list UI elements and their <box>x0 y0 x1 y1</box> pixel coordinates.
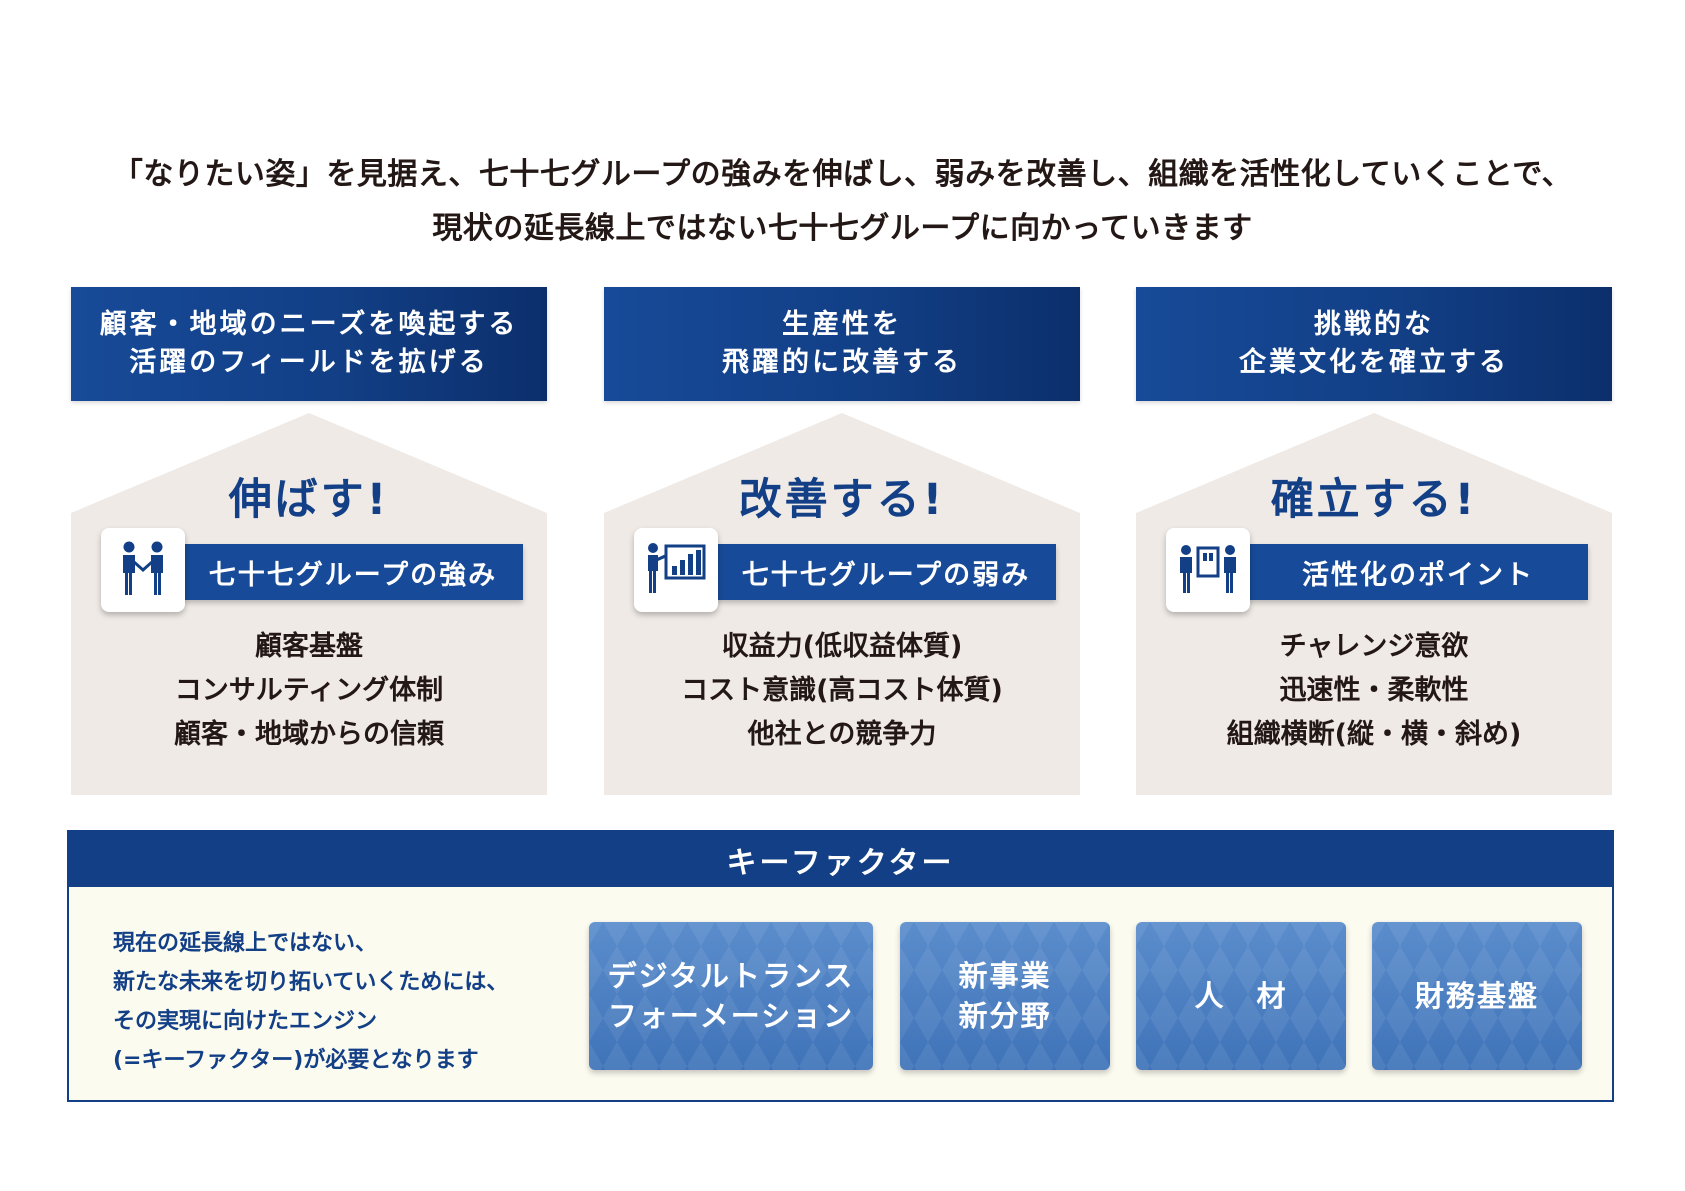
handshake-icon <box>123 541 163 595</box>
intro-text: 「なりたい姿」を見据え、七十七グループの強みを伸ばし、弱みを改善し、組織を活性化… <box>0 148 1685 256</box>
icon-badge <box>634 528 718 612</box>
goal-line-2: 活躍のフィールドを拡げる <box>129 347 489 378</box>
key-factor-panel: キーファクター 現在の延長線上ではない、 新たな未来を切り拓いていくためには、 … <box>67 830 1614 1102</box>
key-factor-card-financial: 財務基盤 <box>1372 922 1582 1070</box>
list-item: 迅速性・柔軟性 <box>1279 675 1469 706</box>
item-list: チャレンジ意欲 迅速性・柔軟性 組織横断(縦・横・斜め) <box>1136 625 1612 757</box>
column-activation: 挑戦的な 企業文化を確立する 確立する! 活性化のポイント チャレンジ意欲 迅速… <box>1136 287 1612 795</box>
label-bar: 活性化のポイント <box>1248 544 1588 600</box>
house-title: 改善する! <box>738 475 946 525</box>
description-line: (=キーファクター)が必要となります <box>113 1048 479 1073</box>
goal-line-1: 顧客・地域のニーズを喚起する <box>99 309 519 340</box>
column-weaknesses: 生産性を 飛躍的に改善する 改善する! 七十七グループの弱み 収益力(低収益体質… <box>604 287 1080 795</box>
list-item: 顧客・地域からの信頼 <box>174 719 444 750</box>
goal-line-1: 挑戦的な <box>1314 309 1434 340</box>
house-title: 確立する! <box>1270 475 1478 525</box>
house-shape <box>1136 413 1612 795</box>
presentation-chart-icon <box>648 543 706 593</box>
card-line: デジタルトランス <box>607 959 855 993</box>
house-panel: 確立する! 活性化のポイント チャレンジ意欲 迅速性・柔軟性 組織横断(縦・横・… <box>1136 413 1612 795</box>
goal-box: 挑戦的な 企業文化を確立する <box>1136 287 1612 401</box>
description-line: 新たな未来を切り拓いていくためには、 <box>113 970 509 995</box>
goal-box: 生産性を 飛躍的に改善する <box>604 287 1080 401</box>
card-line: 新事業 <box>958 959 1052 993</box>
key-factor-card-new-business: 新事業 新分野 <box>900 922 1110 1070</box>
list-item: コンサルティング体制 <box>174 675 444 706</box>
description-line: その実現に向けたエンジン <box>113 1009 378 1034</box>
label-bar: 七十七グループの強み <box>183 544 523 600</box>
icon-badge <box>1166 528 1250 612</box>
card-line: 人 材 <box>1194 979 1288 1013</box>
house-title: 伸ばす! <box>228 475 390 525</box>
key-factor-card-talent: 人 材 <box>1136 922 1346 1070</box>
list-item: チャレンジ意欲 <box>1279 631 1469 662</box>
card-line: 新分野 <box>958 999 1052 1033</box>
team-icon <box>1180 545 1236 593</box>
goal-box: 顧客・地域のニーズを喚起する 活躍のフィールドを拡げる <box>71 287 547 401</box>
list-item: 収益力(低収益体質) <box>721 631 963 662</box>
house-shape <box>604 413 1080 795</box>
list-item: 顧客基盤 <box>255 631 363 662</box>
card-line: フォーメーション <box>607 999 855 1033</box>
house-shape <box>71 413 547 795</box>
house-panel: 改善する! 七十七グループの弱み 収益力(低収益体質) コスト意識(高コスト体質… <box>604 413 1080 795</box>
key-factor-title: キーファクター <box>69 832 1612 887</box>
goal-line-1: 生産性を <box>782 309 902 340</box>
list-item: コスト意識(高コスト体質) <box>681 675 1003 706</box>
icon-badge <box>101 528 185 612</box>
list-item: 他社との競争力 <box>747 719 937 750</box>
item-list: 収益力(低収益体質) コスト意識(高コスト体質) 他社との競争力 <box>604 625 1080 757</box>
card-line: 財務基盤 <box>1414 979 1539 1013</box>
list-item: 組織横断(縦・横・斜め) <box>1226 719 1522 750</box>
goal-line-2: 企業文化を確立する <box>1239 347 1509 378</box>
goal-line-2: 飛躍的に改善する <box>722 347 962 378</box>
intro-line-1: 「なりたい姿」を見据え、七十七グループの強みを伸ばし、弱みを改善し、組織を活性化… <box>112 157 1573 192</box>
description-line: 現在の延長線上ではない、 <box>113 931 378 956</box>
column-strengths: 顧客・地域のニーズを喚起する 活躍のフィールドを拡げる 伸ばす! 七十七グループ… <box>71 287 547 795</box>
key-factor-description: 現在の延長線上ではない、 新たな未来を切り拓いていくためには、 その実現に向けた… <box>113 924 633 1080</box>
item-list: 顧客基盤 コンサルティング体制 顧客・地域からの信頼 <box>71 625 547 757</box>
house-panel: 伸ばす! 七十七グループの強み 顧客基盤 コンサルティング体制 顧客・地域からの… <box>71 413 547 795</box>
label-bar: 七十七グループの弱み <box>716 544 1056 600</box>
intro-line-2: 現状の延長線上ではない七十七グループに向かっていきます <box>432 211 1253 246</box>
key-factor-card-dx: デジタルトランス フォーメーション <box>589 922 873 1070</box>
